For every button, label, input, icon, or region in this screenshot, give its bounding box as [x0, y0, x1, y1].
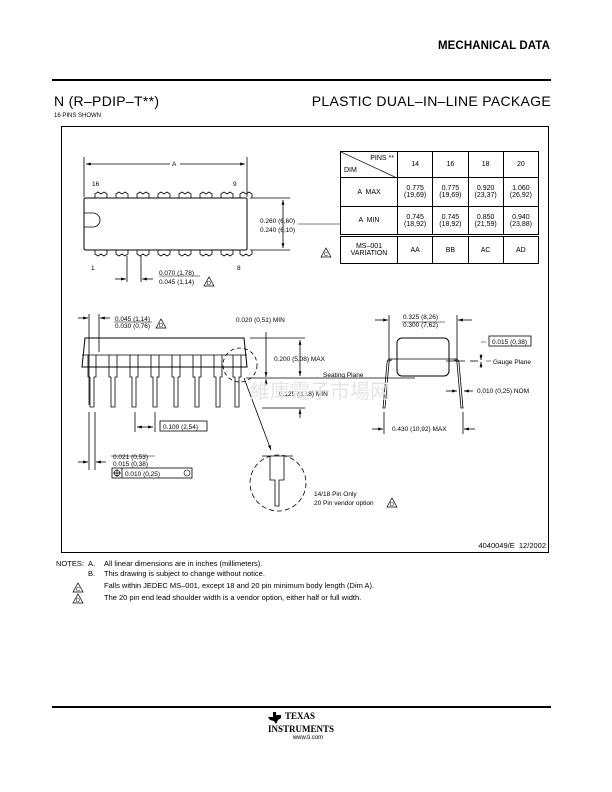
pin-1-label: 1	[91, 265, 95, 272]
document-id: 4040049/E 12/2002	[478, 541, 546, 550]
body-width-min: 0.240 (6,10)	[260, 227, 295, 234]
drawing-frame	[61, 126, 549, 553]
table-cell: 1.060(26,92)	[502, 177, 540, 207]
row-spacing-min: 0.300 (7,62)	[403, 322, 438, 329]
end-lead-min: 0.030 (0,76)	[115, 323, 150, 330]
table-cell: 0.745(18,92)	[432, 206, 469, 236]
dimension-table: PINS ** DIM 14 16 18 20 A MAX 0.775(19,6…	[340, 151, 540, 264]
package-name: N (R–PDIP–T**)	[54, 93, 160, 109]
col-header: 16	[432, 151, 469, 178]
body-width-max: 0.260 (6,60)	[260, 218, 295, 225]
gauge-plane-label: Gauge Plane	[493, 359, 531, 366]
table-cell: AC	[467, 235, 504, 264]
lead-width-max: 0.021 (0,53)	[113, 454, 148, 461]
shoulder-max: 0.070 (1,78)	[159, 270, 194, 277]
note-item: Falls within JEDEC MS–001, except 18 and…	[104, 581, 375, 590]
table-corner-header: PINS ** DIM	[340, 151, 398, 178]
col-header: 18	[467, 151, 504, 178]
ti-logo: TEXAS INSTRUMENTS www.ti.com	[268, 712, 348, 741]
ti-state-icon	[268, 712, 281, 724]
dim-a-label: A	[172, 161, 177, 168]
table-cell: 0.850(21,59)	[467, 206, 504, 236]
position-symbol-icon	[113, 469, 121, 477]
ti-brand-line2: INSTRUMENTS	[268, 724, 335, 734]
footer-rule	[52, 706, 551, 708]
svg-text:D: D	[390, 502, 394, 508]
svg-text:C: C	[76, 587, 80, 593]
pins-shown-caption: 16 PINS SHOWN	[54, 113, 102, 119]
top-view	[83, 157, 340, 282]
section-title: MECHANICAL DATA	[437, 40, 550, 52]
row-label: A MIN	[340, 206, 398, 236]
end-view	[372, 315, 491, 434]
ti-brand-line1: TEXAS	[285, 711, 316, 721]
row-spacing-max: 0.325 (8,26)	[403, 314, 438, 321]
ti-url: www.ti.com	[292, 735, 324, 741]
side-leads	[87, 354, 242, 408]
notes-label: NOTES:	[56, 559, 84, 568]
notes-section: NOTES: A.All linear dimensions are in in…	[56, 559, 556, 609]
standoff-dim: 0.020 (0,51) MIN	[236, 317, 285, 324]
note-d-triangle-icon: D	[72, 593, 84, 604]
table-cell: 0.775(19,69)	[396, 177, 434, 207]
note-item: B.This drawing is subject to change with…	[88, 569, 265, 578]
table-cell: AA	[396, 235, 434, 264]
shoulder-min: 0.045 (1,14)	[159, 279, 194, 286]
note-d-triangle-icon: D	[203, 276, 215, 287]
header-pins: PINS **	[370, 155, 394, 162]
mmc-symbol-icon	[183, 469, 191, 477]
note-c-triangle-icon: C	[320, 247, 332, 258]
watermark: 維庫電子市場网	[250, 379, 390, 403]
position-tolerance: 0.010 (0,25)	[125, 471, 160, 478]
seating-plane-label: Seating Plane	[323, 372, 364, 379]
package-description: PLASTIC DUAL–IN–LINE PACKAGE	[311, 93, 551, 109]
lead-length-dim: 0.125 (3,18) MIN	[279, 391, 328, 398]
svg-text:C: C	[324, 252, 328, 258]
note-c-triangle-icon: C	[72, 582, 84, 593]
note-d-triangle-icon: D	[155, 318, 167, 329]
header-rule	[52, 79, 551, 81]
note-item: The 20 pin end lead shoulder width is a …	[104, 593, 362, 602]
side-view	[78, 314, 415, 512]
pin-9-label: 9	[233, 181, 237, 188]
table-cell: 0.745(18,92)	[396, 206, 434, 236]
pitch-dim: 0.100 (2,54)	[163, 424, 198, 431]
lead-thickness-dim: 0.010 (0,25) NOM	[477, 388, 529, 395]
end-lead-max: 0.045 (1,14)	[115, 316, 150, 323]
pin-16-label: 16	[92, 181, 100, 188]
gauge-dim: 0.015 (0,38)	[492, 339, 527, 346]
note-d-triangle-icon: D	[386, 497, 398, 508]
lead-width-min: 0.015 (0,38)	[113, 461, 148, 468]
table-row: A MIN 0.745(18,92) 0.745(18,92) 0.850(21…	[340, 206, 540, 236]
svg-text:D: D	[207, 281, 211, 287]
detail-line-1: 14/18 Pin Only	[314, 491, 357, 498]
note-item: A.All linear dimensions are in inches (m…	[88, 559, 263, 568]
table-row: A MAX 0.775(19,69) 0.775(19,69) 0.920(23…	[340, 177, 540, 207]
header-dim: DIM	[344, 167, 357, 174]
pin-8-label: 8	[237, 265, 241, 272]
detail-line-2: 20 Pin vendor option	[314, 500, 374, 507]
height-max-dim: 0.200 (5,08) MAX	[274, 356, 326, 363]
row-label: A MAX	[340, 177, 398, 207]
col-header: 20	[502, 151, 540, 178]
table-cell: 0.775(19,69)	[432, 177, 469, 207]
svg-text:D: D	[76, 598, 80, 604]
table-cell: BB	[432, 235, 469, 264]
svg-text:D: D	[159, 323, 163, 329]
overall-width-dim: 0.430 (10,92) MAX	[392, 426, 447, 433]
table-cell: AD	[502, 235, 540, 264]
top-pins	[94, 191, 253, 257]
col-header: 14	[396, 151, 434, 178]
table-cell: 0.940(23,88)	[502, 206, 540, 236]
table-cell: 0.920(23,37)	[467, 177, 504, 207]
